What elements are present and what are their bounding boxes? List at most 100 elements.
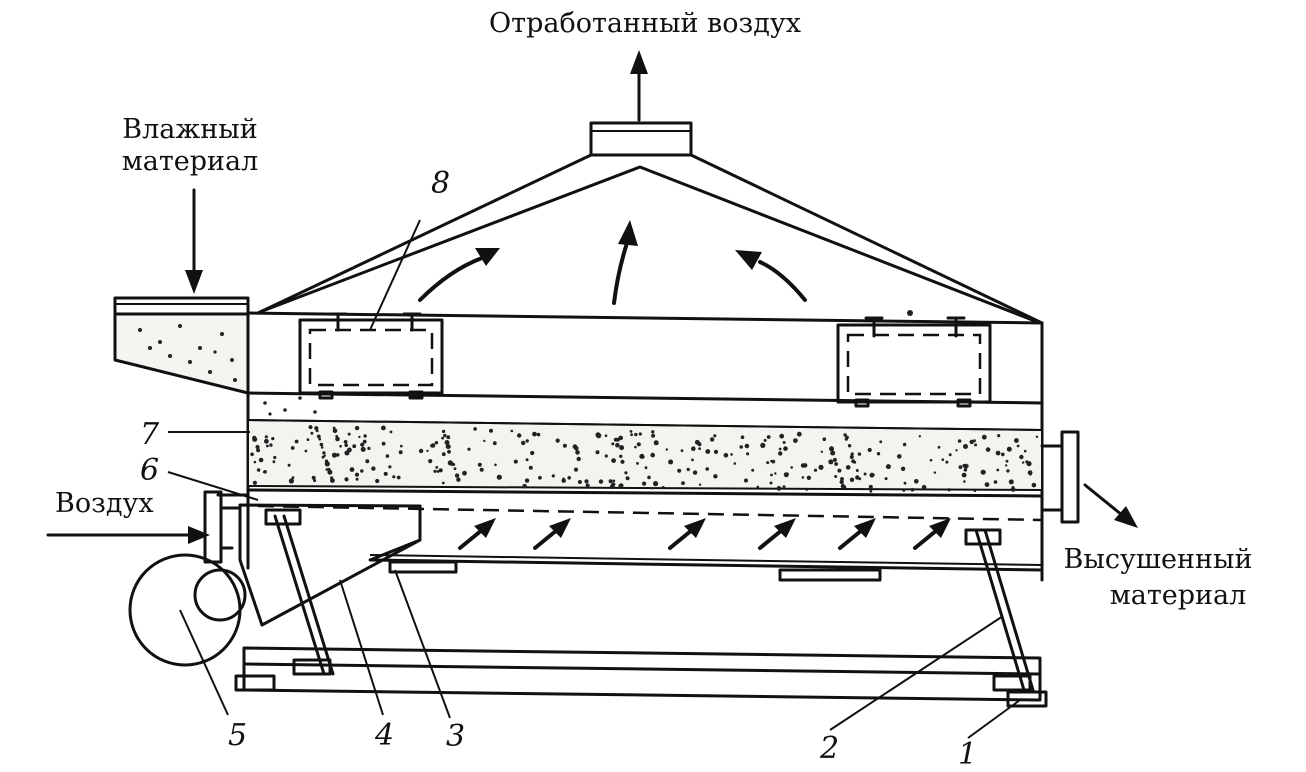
callout-6: 6 — [140, 453, 159, 488]
callout-2: 2 — [819, 731, 839, 766]
bed-particle — [705, 467, 709, 471]
bed-particle — [494, 463, 497, 467]
bed-particle — [733, 462, 737, 465]
bed-particle — [291, 476, 295, 480]
bed-particle — [778, 451, 783, 456]
bed-particle — [561, 478, 566, 483]
bed-particle — [574, 446, 579, 451]
bed-particle — [255, 445, 260, 449]
bed-particle — [269, 443, 273, 447]
bed-particle — [371, 466, 376, 471]
bed-particle — [948, 453, 952, 457]
bed-particle — [433, 469, 437, 473]
bed-particle — [793, 438, 798, 443]
bed-particle — [879, 440, 883, 444]
plenum-flow-arrowhead — [774, 518, 796, 538]
bed-particle — [1026, 461, 1032, 467]
bed-particle — [746, 452, 750, 456]
plenum-flow-arrowhead — [549, 518, 571, 538]
bed-particle — [1006, 469, 1010, 473]
bed-particle — [902, 488, 906, 492]
bed-particle — [713, 474, 718, 479]
plenum-flow-arrow — [458, 528, 484, 550]
bed-particle — [980, 469, 986, 475]
bed-particle — [884, 477, 888, 481]
plenum-flow-arrow — [533, 528, 559, 550]
bed-particle — [530, 450, 535, 456]
bed-particle — [624, 471, 628, 475]
bed-particle — [629, 430, 633, 433]
bed-particle — [354, 425, 360, 431]
bed-particle — [867, 447, 872, 453]
bed-particle — [692, 470, 698, 475]
bed-particle — [316, 434, 321, 439]
bed-particle — [538, 475, 542, 480]
bed-particle — [262, 470, 266, 474]
bed-particle — [324, 461, 330, 467]
bed-particle — [822, 437, 827, 442]
bed-particle — [973, 489, 977, 493]
bed-particle — [319, 442, 324, 447]
fluidized-bed — [247, 418, 1043, 492]
bed-particle — [264, 438, 269, 444]
bed-particle — [456, 477, 461, 482]
spring-leg-right — [964, 528, 1035, 692]
dried-material-flange — [1040, 430, 1080, 524]
dried-material-arrow — [1083, 483, 1138, 528]
bed-particle — [320, 446, 324, 449]
bed-particle — [698, 447, 701, 450]
bed-particle — [834, 462, 838, 466]
plenum-flow-arrowhead — [854, 518, 876, 538]
bed-particle — [521, 440, 526, 446]
bed-particle — [739, 445, 743, 449]
bed-particle — [266, 444, 269, 448]
bed-particle — [1016, 444, 1020, 448]
bed-particle — [766, 461, 770, 465]
plenum-flow-arrowhead — [684, 518, 706, 538]
bed-particle — [771, 459, 776, 464]
bed-particle — [344, 443, 349, 448]
bed-particle — [1008, 479, 1014, 485]
bed-particle — [1029, 472, 1032, 476]
bed-particle — [1014, 438, 1019, 443]
bed-particle — [256, 448, 261, 453]
bed-particle — [444, 440, 450, 445]
bed-particle — [640, 454, 645, 459]
bed-particle — [618, 484, 622, 488]
bed-particle — [634, 445, 637, 449]
bed-particle — [918, 435, 921, 438]
wet-material-label-line1: Влажный — [122, 114, 257, 145]
bed-particle — [360, 469, 364, 473]
bed-particle — [398, 450, 403, 455]
bed-particle — [253, 460, 257, 464]
bed-particle — [611, 482, 616, 487]
bed-particle — [1021, 461, 1025, 464]
bed-particle — [258, 457, 264, 463]
bed-particle — [900, 466, 906, 471]
bed-particle — [818, 464, 824, 470]
bed-particle — [375, 478, 380, 484]
bed-particle — [820, 450, 823, 453]
bed-particle — [595, 450, 600, 455]
bed-particle — [584, 479, 589, 484]
bed-particle — [847, 444, 852, 448]
bed-particle — [790, 466, 793, 469]
bed-particle — [933, 471, 937, 474]
bed-particle — [653, 481, 659, 487]
bed-particle — [522, 483, 527, 489]
bed-particle — [1023, 449, 1027, 453]
bed-particle — [575, 450, 580, 455]
bed-particle — [636, 442, 641, 447]
bed-particle — [638, 432, 642, 436]
bed-particle — [443, 433, 447, 438]
exhaust-outlet — [589, 121, 693, 157]
dried-material-label-line2: материал — [1110, 580, 1247, 611]
bed-particle — [381, 441, 386, 446]
bed-particle — [869, 472, 875, 478]
bed-particle — [837, 468, 842, 473]
bed-particle — [796, 431, 802, 437]
upper-zone-particles — [263, 396, 317, 416]
bed-particle — [851, 459, 855, 464]
plenum-flow-arrow — [758, 528, 784, 550]
bed-particle — [532, 431, 537, 437]
